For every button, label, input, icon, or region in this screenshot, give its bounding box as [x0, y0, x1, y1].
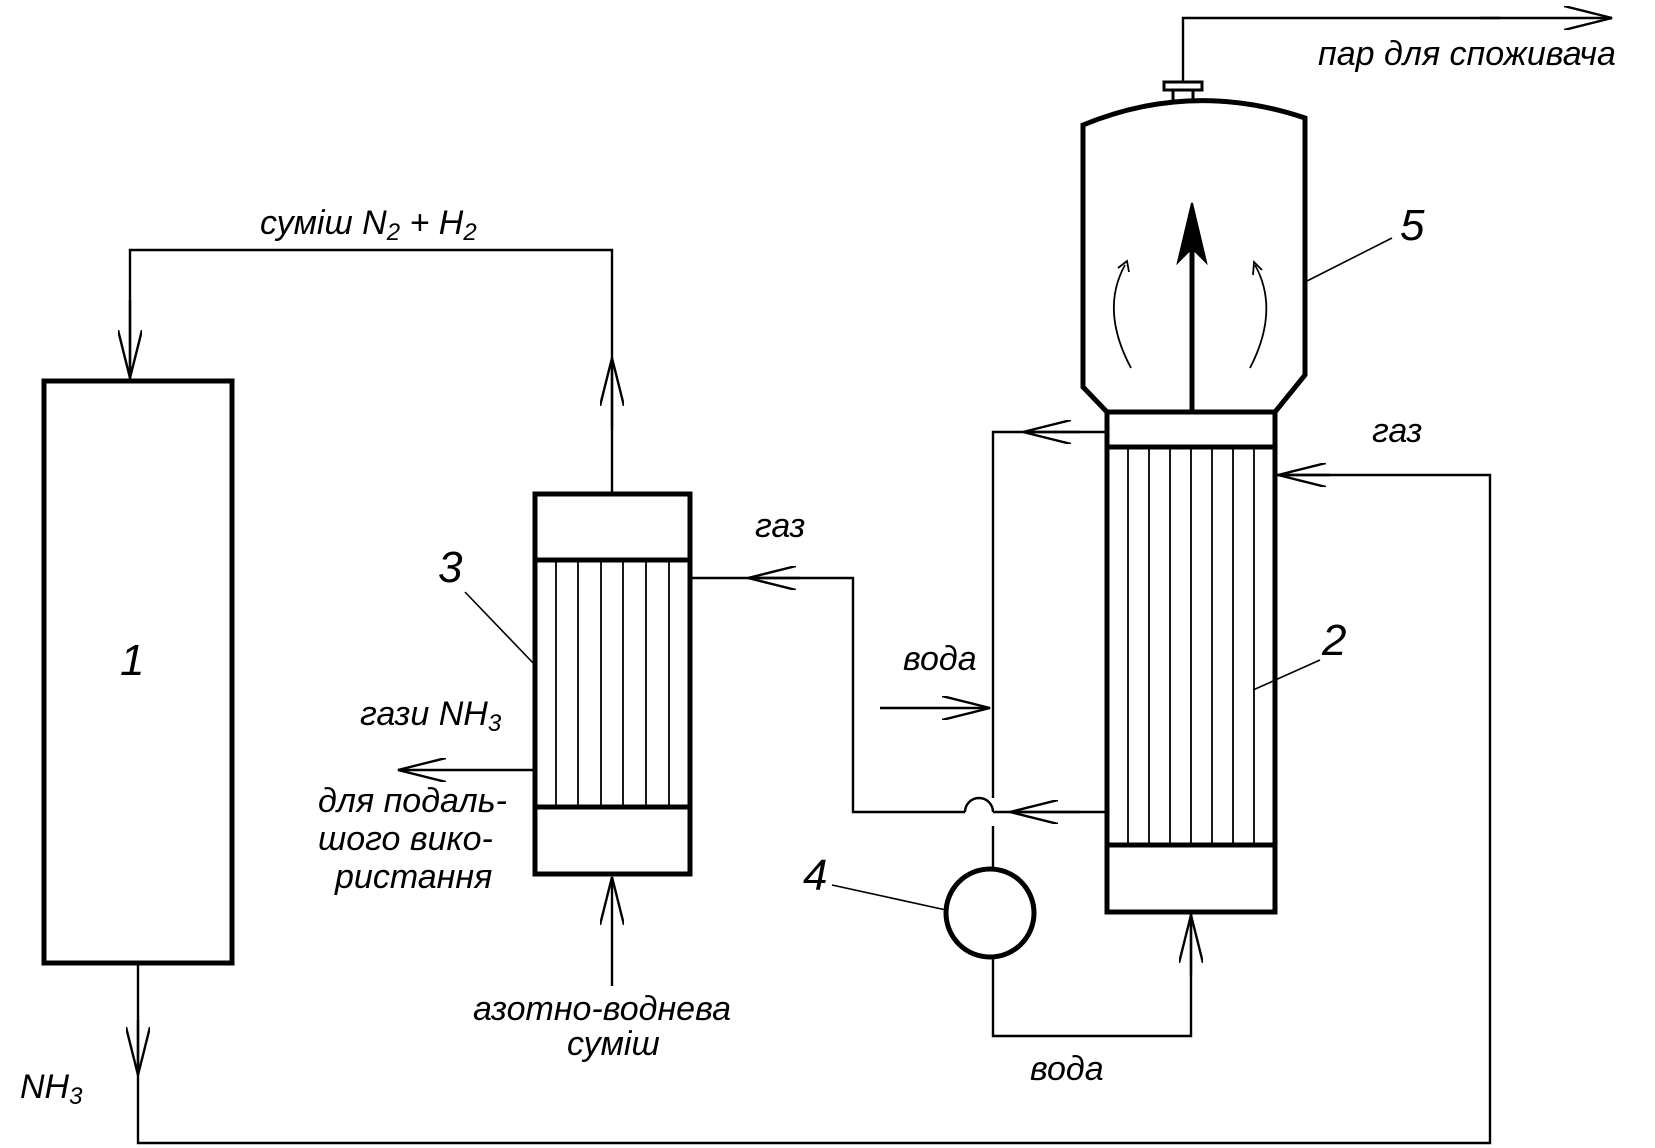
unit-2-number: 2 — [1321, 616, 1346, 665]
nh3-line-1-to-2 — [138, 475, 1492, 1145]
steam-drum-5 — [1080, 80, 1308, 414]
recycle-mix-label: суміш N2 + H2 — [260, 204, 477, 246]
steam-outlet-line — [1181, 18, 1612, 82]
unit-5-leader — [1304, 237, 1393, 283]
gas-label-2: газ — [1372, 412, 1422, 450]
waste-heat-boiler-2 — [1104, 409, 1278, 915]
unit-1-number: 1 — [120, 636, 144, 685]
heat-exchanger-3 — [532, 491, 693, 877]
water-in-label: вода — [903, 640, 977, 678]
unit-3-number: 3 — [438, 543, 463, 592]
unit-5-number: 5 — [1400, 201, 1425, 250]
water-bottom-label: вода — [1030, 1050, 1104, 1088]
further-use-line-2: шого вико- — [318, 820, 493, 858]
water-circulation-line — [991, 432, 1107, 868]
feed-label-line-2: суміш — [567, 1025, 660, 1063]
gas-line-2-to-3 — [690, 578, 1105, 812]
gas-label-3: газ — [755, 507, 805, 545]
unit-4-leader — [831, 884, 947, 911]
further-use-line-3: ристання — [334, 858, 492, 896]
nh3-gases-label: гази NH3 — [360, 695, 502, 737]
unit-4-number: 4 — [803, 851, 827, 900]
nh3-out-label: NH3 — [20, 1068, 83, 1110]
pump-4 — [943, 866, 1037, 960]
unit-2-leader — [1252, 659, 1321, 691]
unit-3-leader — [464, 591, 536, 666]
further-use-line-1: для подаль- — [318, 782, 507, 820]
feed-label-line-1: азотно-воднева — [473, 990, 731, 1028]
recycle-line — [130, 248, 612, 492]
steam-label: пар для споживача — [1318, 35, 1616, 73]
water-supply-to-boiler — [991, 912, 1191, 1038]
